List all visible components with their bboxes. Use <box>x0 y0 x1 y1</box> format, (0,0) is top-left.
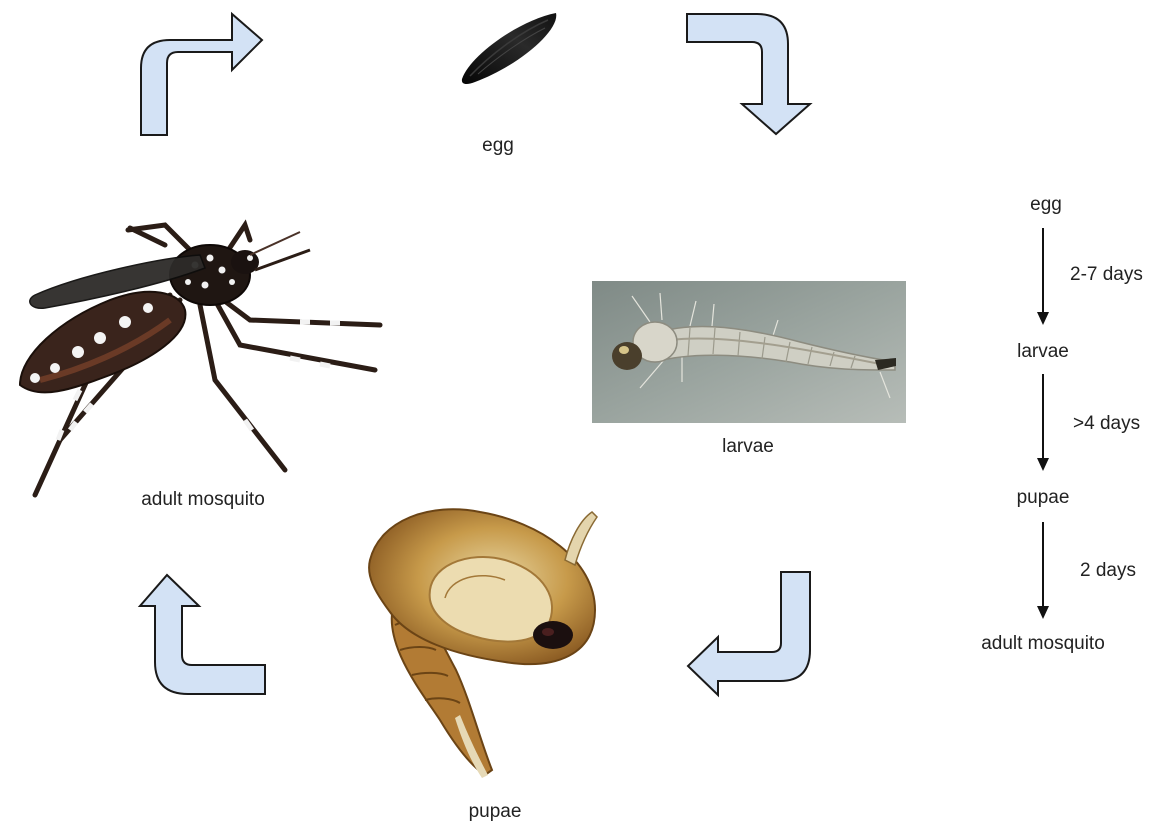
egg-label: egg <box>460 135 536 157</box>
pupae-label: pupae <box>455 801 535 823</box>
timeline-stage-pupae: pupae <box>1008 487 1078 509</box>
egg-illustration <box>462 13 556 84</box>
cycle-arrow-larvae-to-pupae <box>688 572 810 695</box>
cycle-arrow-adult-to-egg <box>141 14 262 135</box>
cycle-arrow-egg-to-larvae <box>687 14 810 134</box>
adult-mosquito-illustration <box>20 225 380 495</box>
adult-mosquito-label: adult mosquito <box>118 489 288 511</box>
timeline-duration-larvae-to-pupae: >4 days <box>1073 413 1140 435</box>
larvae-label: larvae <box>703 436 793 458</box>
pupa-illustration <box>369 509 597 778</box>
timeline-stage-larvae: larvae <box>1008 341 1078 363</box>
timeline-stage-egg: egg <box>1022 194 1070 216</box>
timeline-duration-egg-to-larvae: 2-7 days <box>1070 264 1143 286</box>
timeline-duration-pupae-to-adult: 2 days <box>1080 560 1136 582</box>
cycle-arrow-pupae-to-adult <box>140 575 265 694</box>
larva-illustration <box>592 281 906 423</box>
development-timeline: egg 2-7 days larvae >4 days pupae 2 days… <box>960 190 1160 670</box>
timeline-stage-adult-mosquito: adult mosquito <box>960 633 1126 655</box>
